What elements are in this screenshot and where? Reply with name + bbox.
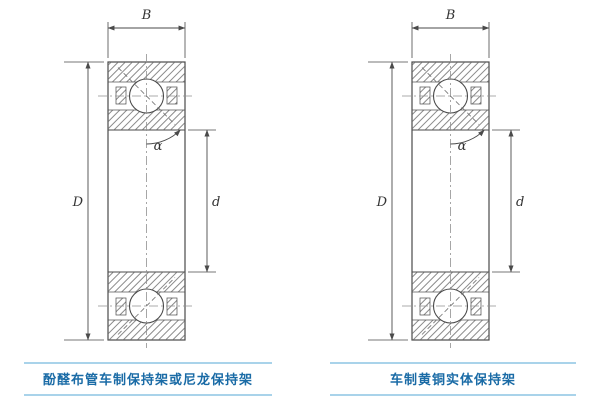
caption-left-text: 酚醛布管车制保持架或尼龙保持架 [42, 372, 253, 387]
bearing-diagram-left [64, 8, 220, 348]
bearing-diagram-right [368, 8, 524, 348]
caption-left: 酚醛布管车制保持架或尼龙保持架 [24, 362, 272, 396]
caption-right: 车制黄铜实体保持架 [330, 362, 576, 396]
caption-right-text: 车制黄铜实体保持架 [389, 372, 516, 387]
bearing-diagrams-canvas: B [0, 0, 600, 356]
